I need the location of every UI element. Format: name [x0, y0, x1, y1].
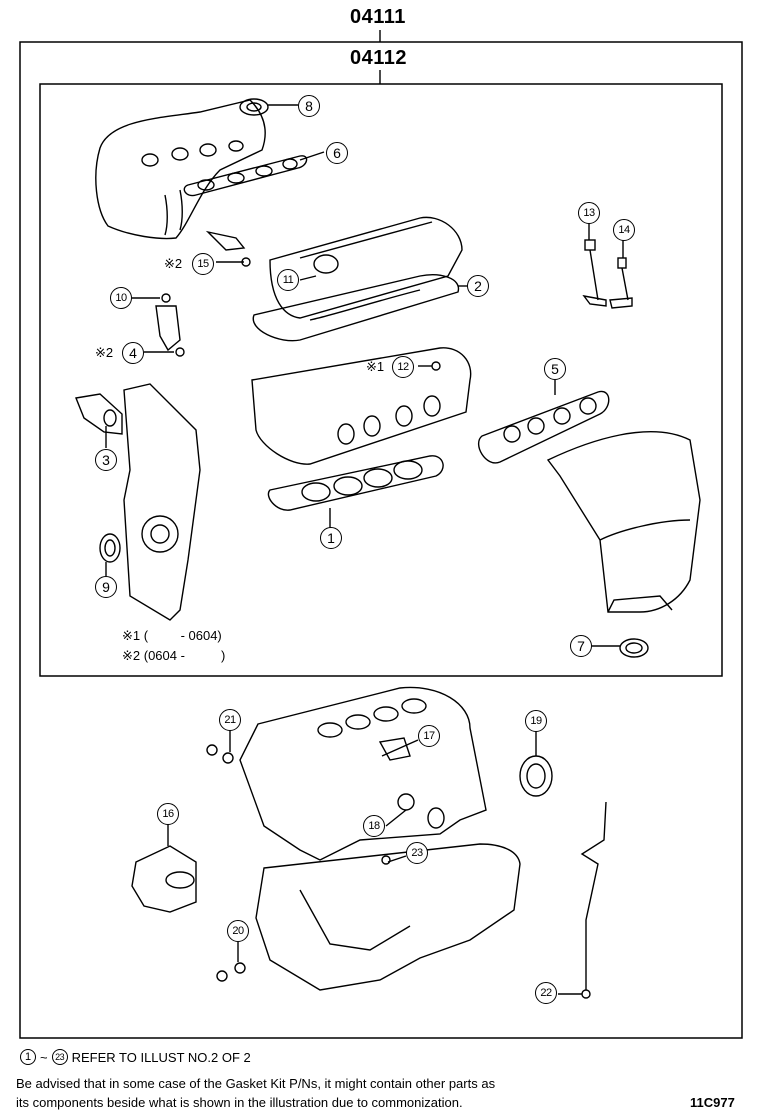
note-range-2: ※2 (0604 - ): [122, 648, 226, 663]
rear-oil-seal-drawing: [519, 731, 553, 797]
front-oil-seal-drawing: [99, 533, 121, 576]
range-end-callout: 23: [51, 1049, 68, 1065]
intake-manifold-drawing: [95, 99, 266, 240]
callout-3: 3: [95, 449, 117, 471]
throttle-gasket-drawing: [239, 98, 298, 116]
upper-kit-frame: [39, 83, 723, 677]
advice-line-1: Be advised that in some case of the Gask…: [16, 1076, 496, 1091]
callout-9: 9: [95, 576, 117, 598]
oil-dipstick-drawing: [558, 801, 607, 999]
intake-gasket-drawing: [183, 151, 325, 197]
callout-11: 11: [277, 269, 299, 291]
exhaust-gasket-drawing: [477, 380, 610, 464]
callout-1: 1: [320, 527, 342, 549]
oil-pan-drawing: [255, 843, 521, 991]
lower-kit-frame: [19, 41, 743, 1039]
callout-14: 14: [613, 219, 635, 241]
inner-kit-code: 04112: [350, 47, 408, 69]
refer-text: REFER TO ILLUST NO.2 OF 2: [71, 1049, 251, 1065]
callout-10: 10: [110, 287, 132, 309]
cylinder-block-drawing: [239, 686, 487, 861]
callout-17: 17: [418, 725, 440, 747]
marker-15: ※2: [164, 256, 183, 271]
refer-line: 1 ~ 23 REFER TO ILLUST NO.2 OF 2: [20, 1049, 251, 1065]
callout-12: 12: [392, 356, 414, 378]
oil-control-valve-drawing: [132, 293, 185, 357]
cylinder-head-drawing: [251, 347, 472, 465]
callout-21: 21: [219, 709, 241, 731]
callout-13: 13: [578, 202, 600, 224]
callout-8: 8: [298, 95, 320, 117]
head-gasket-drawing: [267, 455, 444, 528]
timing-cover-drawing: [75, 383, 201, 621]
callout-2: 2: [467, 275, 489, 297]
drain-plugs-drawing: [206, 730, 246, 982]
note-range-1: ※1 ( - 0604): [122, 628, 222, 643]
callout-16: 16: [157, 803, 179, 825]
head-cover-drawing: [269, 216, 463, 319]
outer-kit-code: 04111: [350, 6, 406, 28]
callout-7: 7: [570, 635, 592, 657]
leader-23: [387, 855, 407, 863]
leader-18: [385, 809, 407, 827]
callout-20: 20: [227, 920, 249, 942]
callout-4: 4: [122, 342, 144, 364]
converter-gasket-drawing: [592, 638, 649, 658]
sensor-drawing: [205, 230, 251, 267]
range-tilde: ~: [40, 1049, 48, 1065]
callout-6: 6: [326, 142, 348, 164]
callout-22: 22: [535, 982, 557, 1004]
range-start-callout: 1: [20, 1049, 36, 1065]
callout-18: 18: [363, 815, 385, 837]
marker-12: ※1: [366, 359, 385, 374]
diagram-id: 11C977: [690, 1095, 735, 1110]
callout-19: 19: [525, 710, 547, 732]
leader-17: [381, 739, 419, 757]
callout-23: 23: [406, 842, 428, 864]
callout-5: 5: [544, 358, 566, 380]
filler-cap-leader: [299, 275, 317, 281]
water-pump-drawing: [131, 824, 197, 913]
marker-4: ※2: [95, 345, 114, 360]
advice-line-2: its components beside what is shown in t…: [16, 1095, 463, 1110]
callout-15: 15: [192, 253, 214, 275]
exhaust-manifold-drawing: [546, 431, 701, 613]
valve-stem-seals-drawing: [582, 222, 633, 309]
